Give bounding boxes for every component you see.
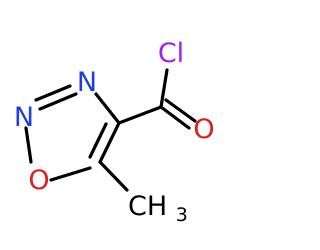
methyl-subscript: 3	[176, 204, 188, 226]
atom-label-oxygen-carbonyl: O	[193, 114, 214, 145]
bond-c4-ccl	[117, 105, 163, 125]
bond-n-n-double-a	[38, 92, 78, 111]
bond-c-o-double-a	[159, 105, 191, 130]
bond-c4-n	[94, 92, 121, 125]
atom-label-chlorine: Cl	[158, 38, 184, 69]
bond-c5-c4-a	[98, 121, 121, 164]
bond-c5-methyl	[98, 160, 129, 192]
atom-label-nitrogen-lower: N	[14, 102, 34, 133]
methyl-symbol: CH	[128, 191, 167, 222]
bond-o-c5	[49, 166, 92, 182]
atom-label-methyl: CH 3	[128, 191, 188, 226]
bond-n-o	[24, 126, 33, 164]
bond-c-cl	[159, 68, 169, 109]
bond-c5-c4-b	[88, 122, 108, 159]
atom-label-nitrogen-upper: N	[77, 67, 97, 98]
bond-n-n-double-b	[34, 84, 72, 102]
bond-c-o-double-b	[164, 98, 197, 123]
atom-label-oxygen-ring: O	[28, 165, 49, 196]
bonds	[24, 68, 197, 192]
molecule-diagram: Cl N N O O CH 3	[14, 38, 215, 226]
